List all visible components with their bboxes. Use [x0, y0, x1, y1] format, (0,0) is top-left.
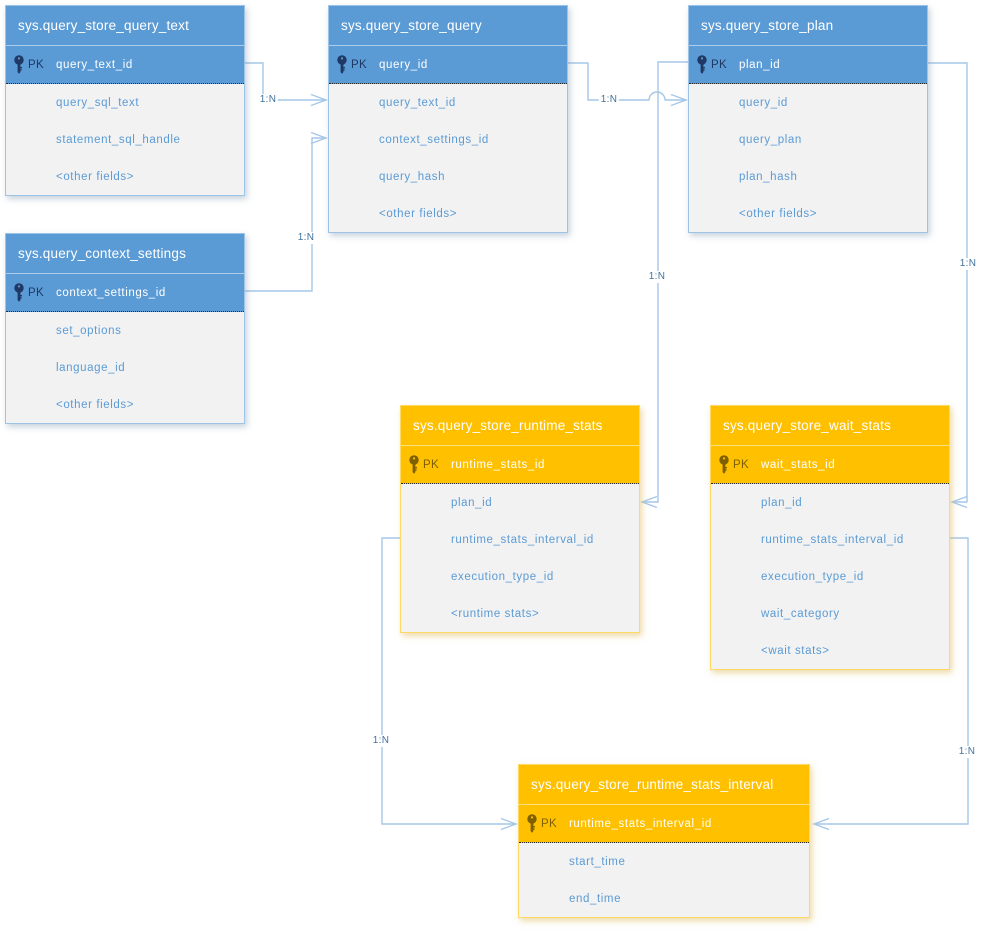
key-icon — [526, 813, 539, 834]
field-row: runtime_stats_interval_id — [451, 533, 594, 546]
primary-key-row: PK runtime_stats_interval_id — [519, 804, 809, 843]
key-icon — [718, 454, 731, 475]
table-title: sys.query_store_query_text — [6, 6, 244, 45]
relationship-cardinality-label: 1:N — [370, 735, 392, 747]
arrowhead — [670, 93, 689, 107]
table-fields: plan_id runtime_stats_interval_id execut… — [401, 484, 639, 632]
field-row: <other fields> — [56, 170, 135, 183]
field-row: query_text_id — [379, 96, 456, 109]
field-row: query_hash — [379, 170, 446, 183]
table-fields: set_options language_id <other fields> — [6, 312, 244, 423]
primary-key-row: PK query_id — [329, 45, 567, 84]
field-row: context_settings_id — [379, 133, 489, 146]
table-sys-query-store-runtime-stats: sys.query_store_runtime_stats PK runtime… — [400, 405, 640, 633]
table-sys-query-store-runtime-stats-interval: sys.query_store_runtime_stats_interval P… — [518, 764, 810, 918]
primary-key-row: PK plan_id — [689, 45, 927, 84]
arrowhead — [310, 131, 329, 145]
connector-waitstats-interval — [816, 537, 969, 825]
connector-querytext-query — [245, 62, 324, 101]
primary-key-row: PK context_settings_id — [6, 273, 244, 312]
table-title: sys.query_store_query — [329, 6, 567, 45]
pk-label: PK — [28, 58, 44, 71]
field-row: plan_id — [451, 496, 493, 509]
table-title: sys.query_context_settings — [6, 234, 244, 273]
field-row: plan_id — [761, 496, 803, 509]
field-row: runtime_stats_interval_id — [761, 533, 904, 546]
table-title: sys.query_store_runtime_stats — [401, 406, 639, 445]
primary-key-row: PK runtime_stats_id — [401, 445, 639, 484]
field-row: <other fields> — [739, 207, 818, 220]
primary-key-row: PK query_text_id — [6, 45, 244, 84]
field-row: query_sql_text — [56, 96, 140, 109]
field-row: statement_sql_handle — [56, 133, 181, 146]
field-row: start_time — [569, 855, 626, 868]
pk-field-name: context_settings_id — [56, 286, 166, 299]
field-row: <other fields> — [56, 398, 135, 411]
pk-label: PK — [351, 58, 367, 71]
key-icon — [13, 282, 26, 303]
table-fields: start_time end_time — [519, 843, 809, 917]
table-sys-query-context-settings: sys.query_context_settings PK context_se… — [5, 233, 245, 424]
field-row: <wait stats> — [761, 644, 830, 657]
field-row: language_id — [56, 361, 126, 374]
key-icon — [408, 454, 421, 475]
arrowhead — [949, 495, 968, 509]
field-row: <other fields> — [379, 207, 458, 220]
field-row: query_plan — [739, 133, 802, 146]
field-row: <runtime stats> — [451, 607, 540, 620]
table-fields: plan_id runtime_stats_interval_id execut… — [711, 484, 949, 669]
arrowhead — [310, 93, 329, 107]
arrowhead — [500, 817, 519, 831]
relationship-cardinality-label: 1:N — [257, 94, 279, 106]
table-title: sys.query_store_plan — [689, 6, 927, 45]
pk-field-name: query_id — [379, 58, 428, 71]
key-icon — [336, 54, 349, 75]
table-title: sys.query_store_runtime_stats_interval — [519, 765, 809, 804]
connector-query-plan — [568, 62, 684, 101]
pk-field-name: query_text_id — [56, 58, 133, 71]
key-icon — [696, 54, 709, 75]
field-row: execution_type_id — [451, 570, 554, 583]
relationship-cardinality-label: 1:N — [295, 232, 317, 244]
table-title: sys.query_store_wait_stats — [711, 406, 949, 445]
field-row: query_id — [739, 96, 788, 109]
field-row: wait_category — [761, 607, 840, 620]
table-sys-query-store-wait-stats: sys.query_store_wait_stats PK wait_stats… — [710, 405, 950, 670]
table-fields: query_text_id context_settings_id query_… — [329, 84, 567, 232]
table-sys-query-store-query-text: sys.query_store_query_text PK query_text… — [5, 5, 245, 196]
pk-label: PK — [423, 458, 439, 471]
table-fields: query_id query_plan plan_hash <other fie… — [689, 84, 927, 232]
pk-field-name: wait_stats_id — [761, 458, 836, 471]
table-sys-query-store-query: sys.query_store_query PK query_id query_… — [328, 5, 568, 233]
pk-field-name: plan_id — [739, 58, 781, 71]
pk-label: PK — [541, 817, 557, 830]
field-row: end_time — [569, 892, 622, 905]
field-row: execution_type_id — [761, 570, 864, 583]
pk-field-name: runtime_stats_id — [451, 458, 545, 471]
primary-key-row: PK wait_stats_id — [711, 445, 949, 484]
connector-plan-waitstats — [928, 62, 968, 503]
key-icon — [13, 54, 26, 75]
relationship-cardinality-label: 1:N — [957, 258, 979, 270]
pk-field-name: runtime_stats_interval_id — [569, 817, 712, 830]
pk-label: PK — [733, 458, 749, 471]
table-sys-query-store-plan: sys.query_store_plan PK plan_id query_id… — [688, 5, 928, 233]
pk-label: PK — [28, 286, 44, 299]
arrowhead — [639, 495, 658, 509]
connector-runtimestats-interval — [381, 537, 514, 825]
connector-contextsettings-query — [245, 137, 324, 292]
pk-label: PK — [711, 58, 727, 71]
field-row: plan_hash — [739, 170, 798, 183]
relationship-cardinality-label: 1:N — [956, 746, 978, 758]
relationship-cardinality-label: 1:N — [646, 271, 668, 283]
field-row: set_options — [56, 324, 122, 337]
arrowhead — [811, 817, 830, 831]
relationship-cardinality-label: 1:N — [598, 94, 620, 106]
table-fields: query_sql_text statement_sql_handle <oth… — [6, 84, 244, 195]
